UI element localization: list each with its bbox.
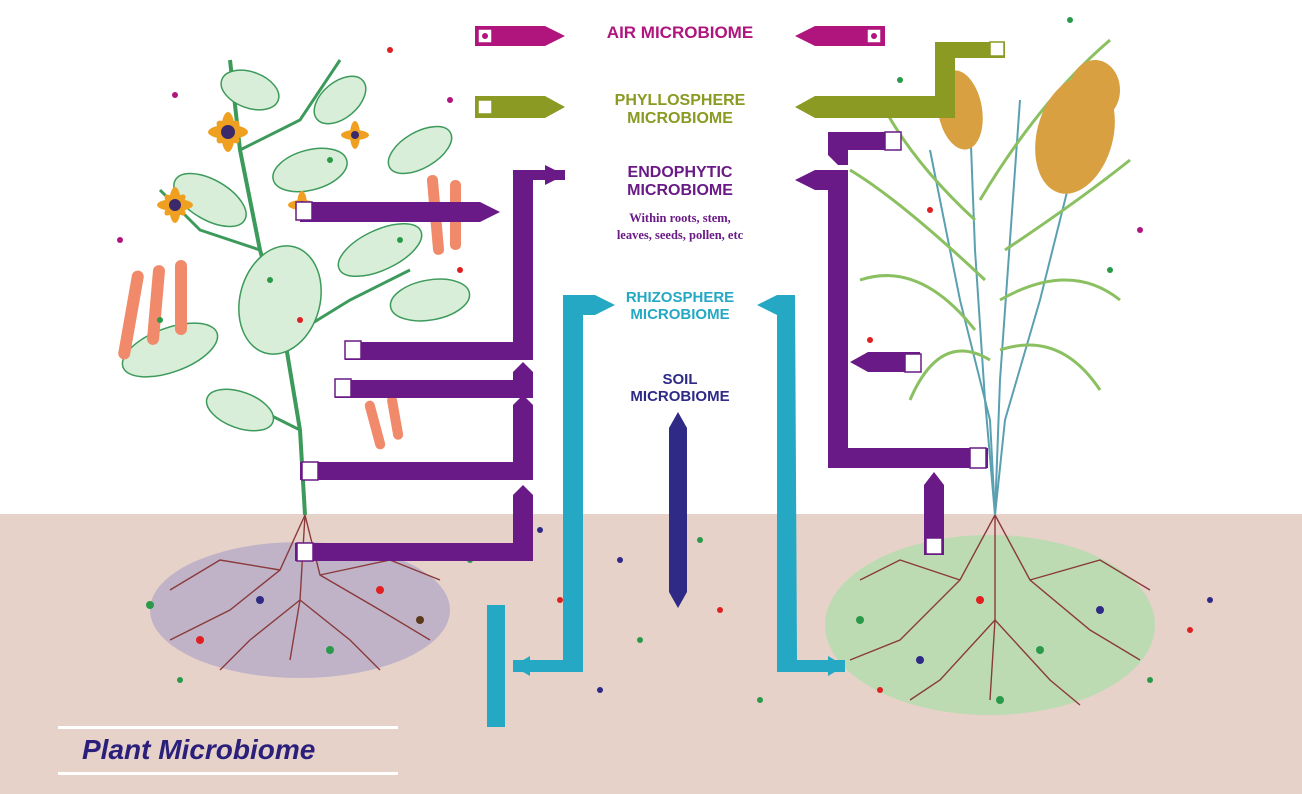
rhizosphere-microbiome-label: RHIZOSPHERE MICROBIOME xyxy=(560,290,800,323)
title-rule-top xyxy=(58,726,398,729)
endophytic-arrows-left xyxy=(295,165,565,561)
endophytic-microbiome-label: ENDOPHYTIC MICROBIOME xyxy=(560,164,800,199)
phyllosphere-microbiome-label: PHYLLOSPHERE MICROBIOME xyxy=(560,92,800,127)
endophytic-arrows-right xyxy=(795,132,988,555)
diagram-title-box: Plant Microbiome xyxy=(58,726,398,776)
air-microbiome-label: AIR MICROBIOME xyxy=(560,24,800,43)
soil-arrow xyxy=(669,412,687,608)
diagram-title: Plant Microbiome xyxy=(82,734,315,766)
endophytic-description: Within roots, stem, leaves, seeds, polle… xyxy=(570,210,790,244)
right-plant xyxy=(850,17,1143,515)
soil-microbiome-label: SOIL MICROBIOME xyxy=(560,372,800,405)
title-rule-bottom xyxy=(58,772,398,775)
left-root-ball xyxy=(150,542,450,678)
left-plant xyxy=(115,47,472,515)
